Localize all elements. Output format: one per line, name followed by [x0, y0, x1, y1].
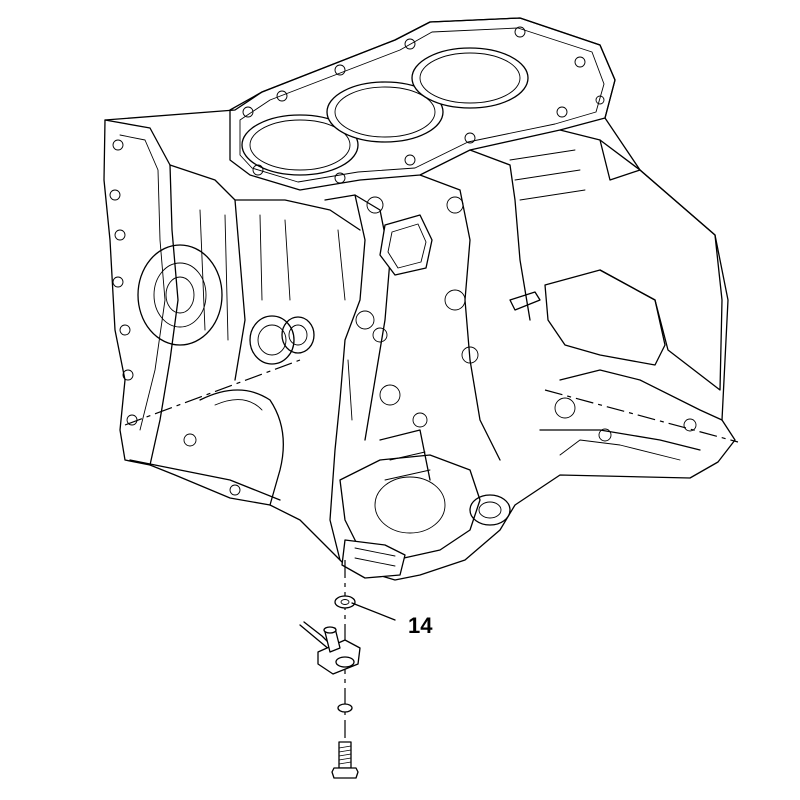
bolt	[331, 741, 359, 779]
port-plate	[379, 214, 433, 276]
small-washer	[337, 703, 353, 713]
sensor-boss	[341, 539, 406, 579]
cylinder-bore-1	[241, 114, 359, 176]
callout-14: 14	[351, 602, 433, 638]
deck-bolt-holes	[242, 26, 605, 184]
cylinder-bore-3	[411, 47, 529, 109]
callout-label: 14	[408, 613, 433, 638]
pump-housing	[339, 429, 511, 561]
center-lines	[124, 359, 739, 750]
washer	[334, 595, 356, 609]
engine-block	[103, 17, 736, 581]
sensor	[299, 621, 361, 675]
cylinder-bore-2	[326, 81, 444, 143]
left-face-holes	[109, 139, 138, 426]
